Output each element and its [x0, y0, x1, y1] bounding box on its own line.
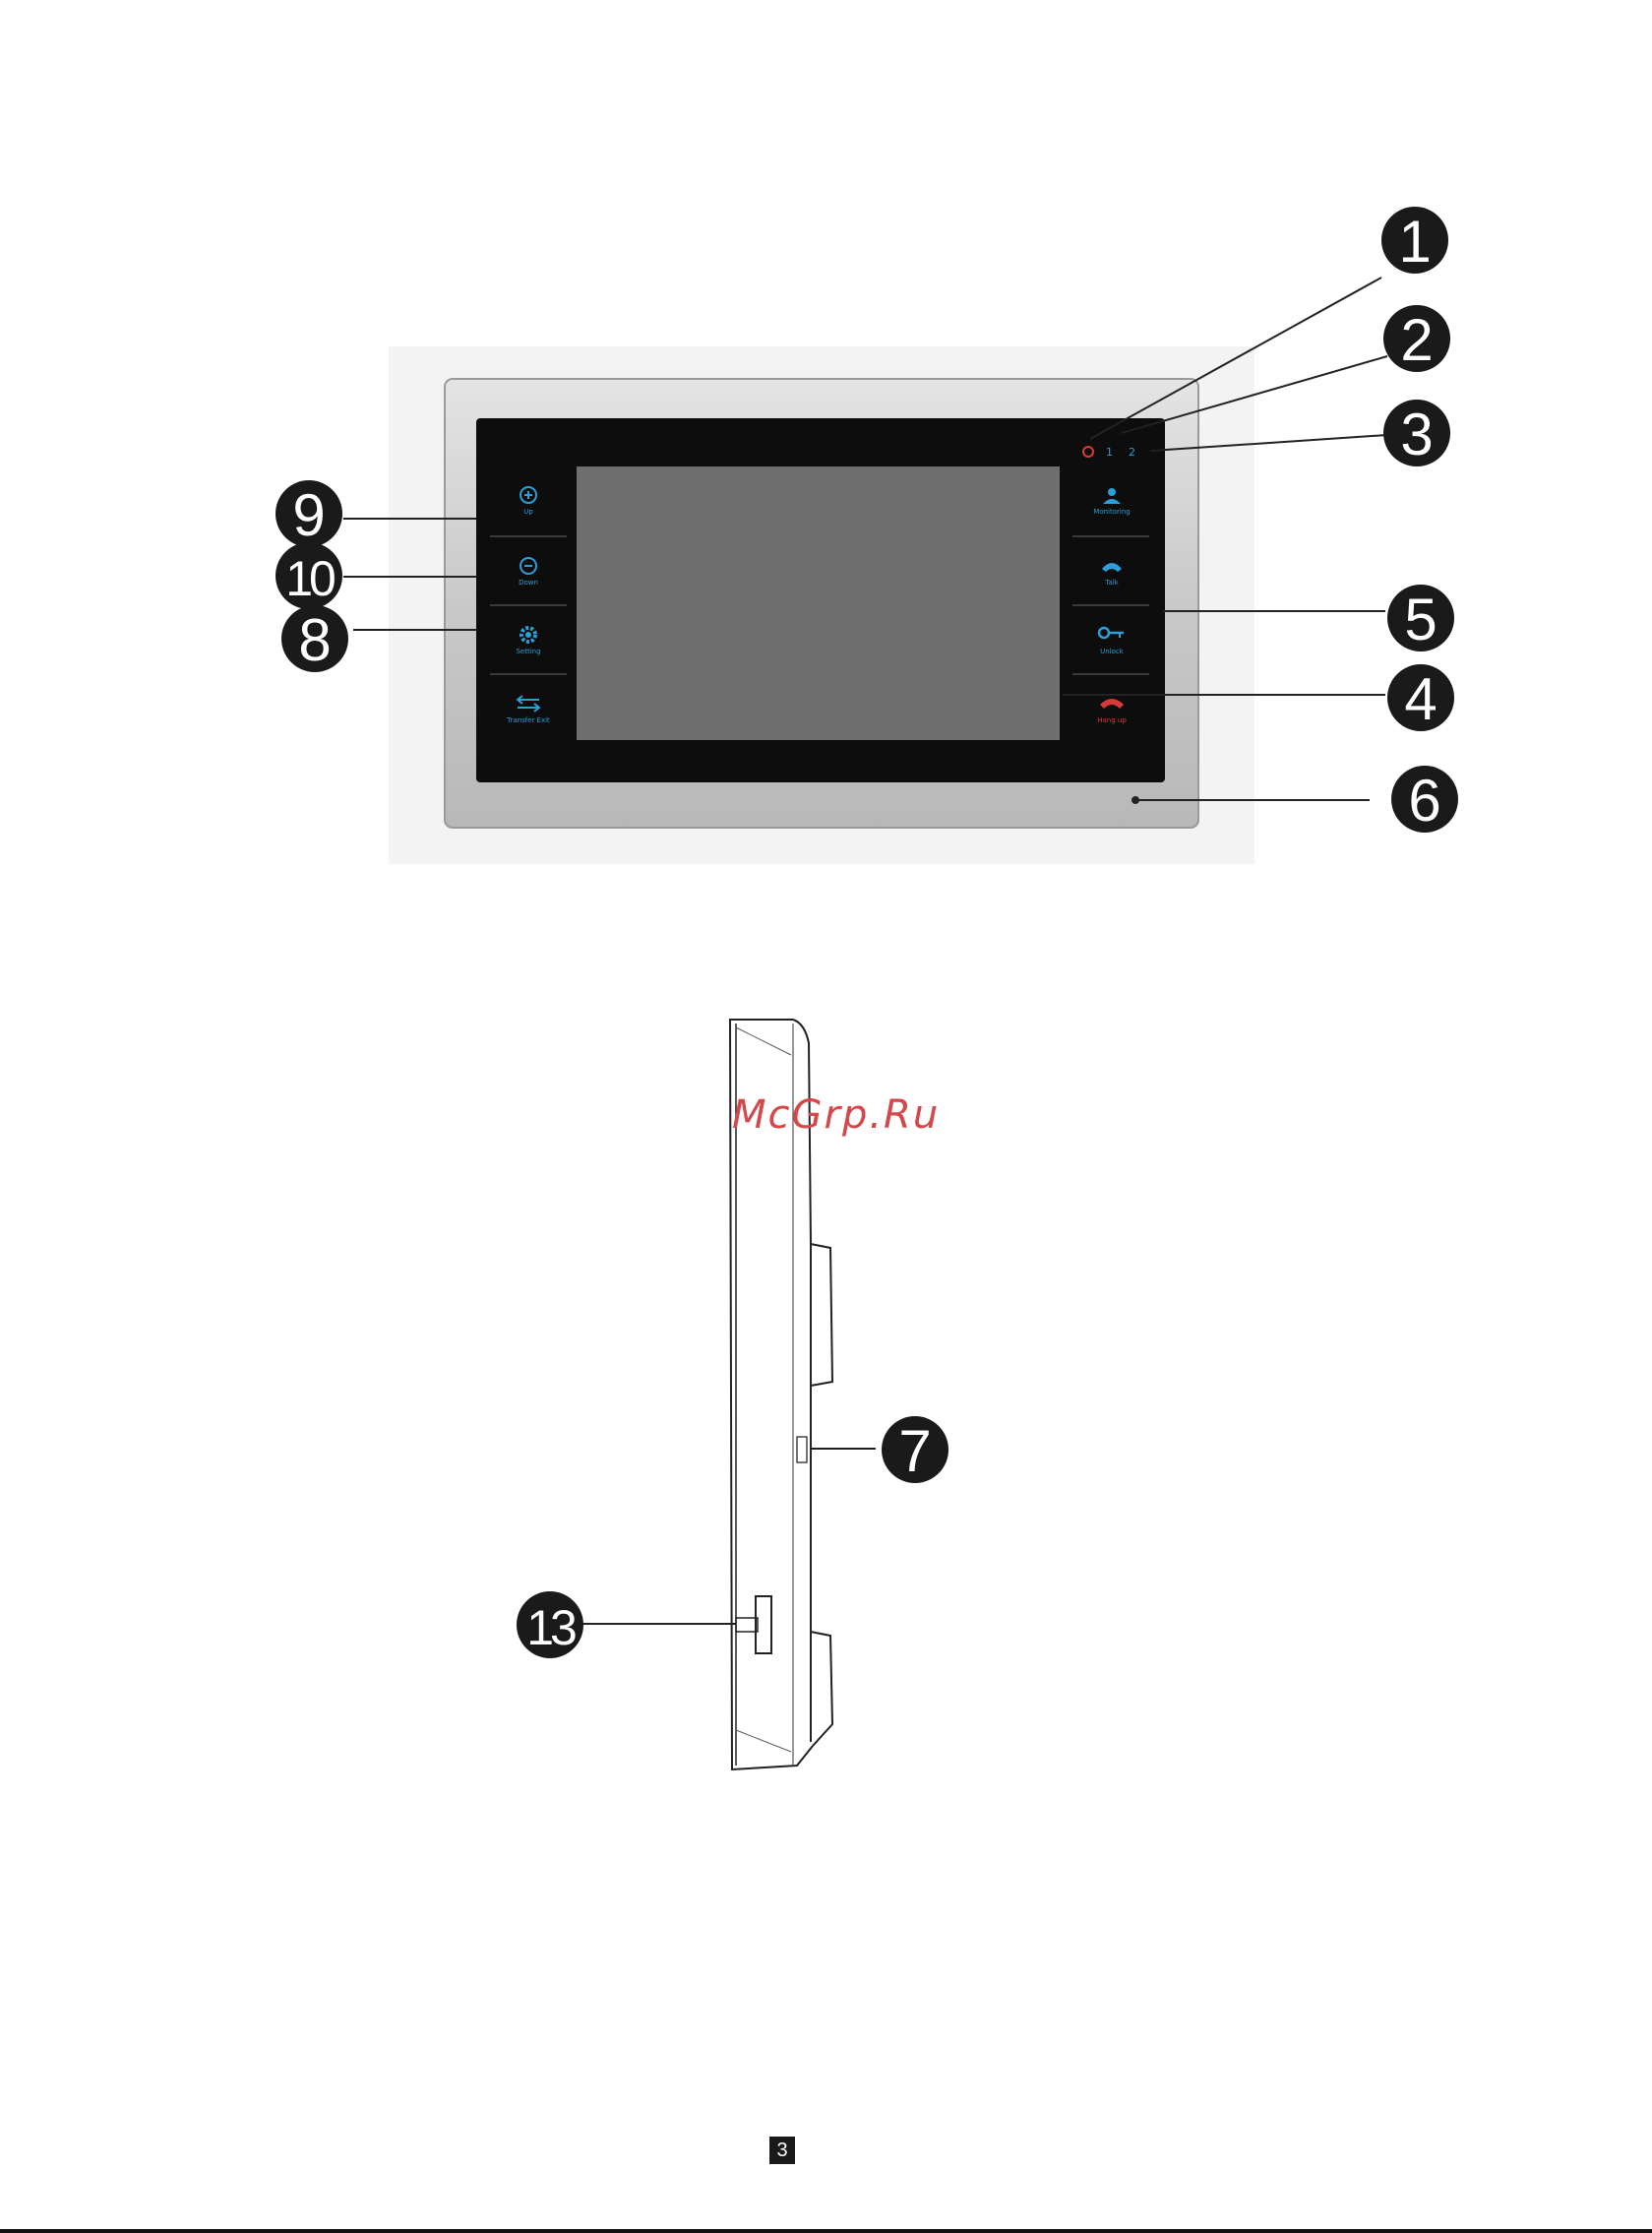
svg-text:10: 10 — [285, 551, 335, 606]
svg-text:7: 7 — [898, 1418, 931, 1484]
unlock-button-label: Unlock — [1100, 648, 1125, 655]
svg-text:1: 1 — [1398, 209, 1431, 275]
bottom-rule — [0, 2229, 1652, 2233]
talk-button-label: Talk — [1104, 579, 1119, 587]
callout-3: 3 — [1383, 400, 1450, 467]
setting-button-label: Setting — [516, 648, 540, 655]
callout-7: 7 — [882, 1416, 948, 1484]
svg-text:2: 2 — [1400, 307, 1433, 373]
callout-9: 9 — [275, 480, 342, 548]
svg-text:5: 5 — [1404, 587, 1437, 652]
up-button-label: Up — [523, 508, 533, 516]
led-1-label: 1 — [1106, 446, 1113, 459]
svg-text:3: 3 — [1400, 402, 1433, 467]
callout-1: 1 — [1381, 207, 1448, 275]
callout-8: 8 — [281, 605, 348, 673]
led-2-label: 2 — [1129, 446, 1135, 459]
transfer-exit-button-label: Transfer Exit — [506, 716, 550, 724]
callout-5: 5 — [1387, 585, 1454, 652]
svg-text:4: 4 — [1404, 666, 1437, 732]
svg-text:9: 9 — [292, 482, 325, 548]
callout-6: 6 — [1391, 766, 1458, 834]
leader-lines-side — [581, 1449, 876, 1624]
hang-up-button-label: Hang up — [1097, 716, 1127, 724]
page-number: 3 — [769, 2137, 795, 2164]
callout-13: 13 — [517, 1591, 583, 1658]
watermark-text: McGrp.Ru — [732, 1092, 940, 1138]
callout-4: 4 — [1387, 664, 1454, 732]
callout-2: 2 — [1383, 305, 1450, 373]
svg-text:8: 8 — [298, 607, 331, 673]
svg-text:6: 6 — [1408, 768, 1440, 834]
screen — [577, 466, 1060, 740]
down-button-label: Down — [519, 579, 538, 587]
callout-10: 10 — [275, 542, 342, 609]
monitoring-button-label: Monitoring — [1093, 508, 1130, 516]
svg-text:13: 13 — [526, 1600, 576, 1655]
